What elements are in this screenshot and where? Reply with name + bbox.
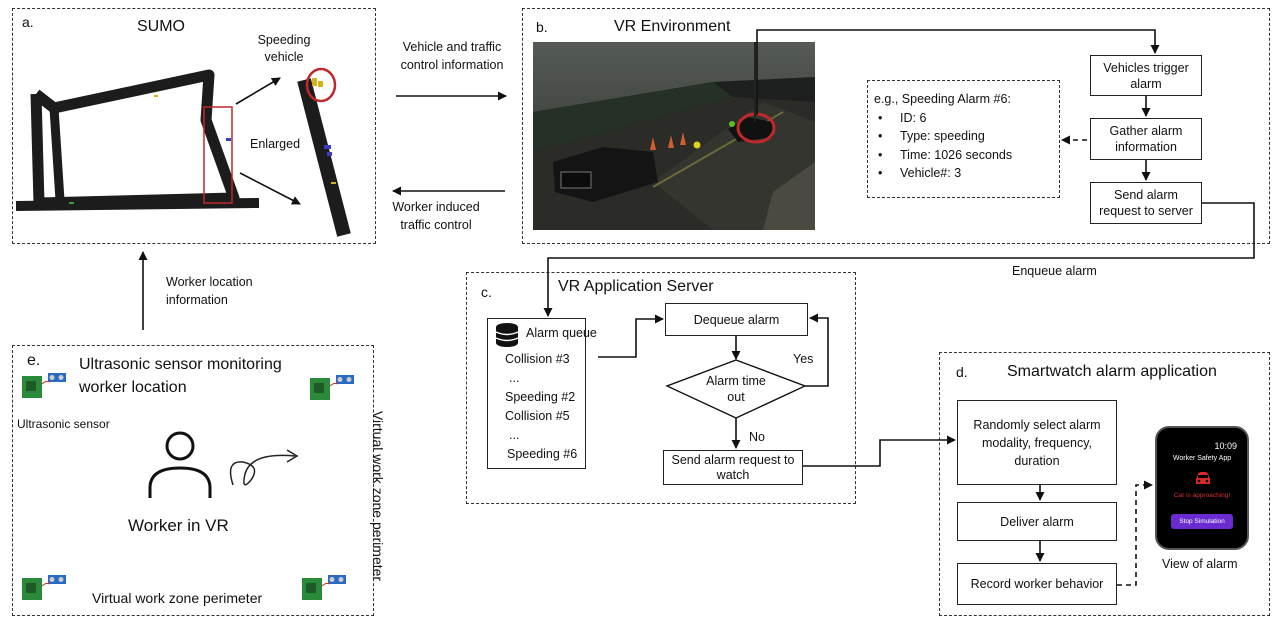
panel-a-title: SUMO — [137, 18, 185, 35]
perimeter-bottom-label: Virtual work zone perimeter — [92, 590, 263, 606]
queue-item: Speeding #6 — [507, 447, 578, 461]
queue-item: Collision #5 — [505, 409, 570, 423]
queue-item: ... — [509, 371, 520, 385]
stop-simulation-button[interactable]: Stop Simulation — [1171, 514, 1233, 529]
panel-b-title: VR Environment — [614, 18, 731, 35]
panel-d-label: d. — [956, 364, 968, 380]
enlarged-label: Enlarged — [250, 137, 301, 151]
view-of-alarm-caption: View of alarm — [1162, 557, 1238, 571]
dequeue-alarm-box: Dequeue alarm — [665, 303, 808, 336]
yes-label: Yes — [793, 352, 814, 366]
database-icon — [495, 323, 519, 347]
record-behavior-box: Record worker behavior — [957, 563, 1117, 605]
flow-vehicles-trigger: Vehicles trigger alarm — [1090, 55, 1202, 96]
watch-warning-message: Car is approaching! — [1173, 492, 1231, 499]
panel-c-title: VR Application Server — [558, 278, 714, 295]
panel-e-ultrasonic — [12, 345, 374, 616]
flow-send-to-server: Send alarm request to server — [1090, 182, 1202, 224]
queue-item: Collision #3 — [505, 352, 570, 366]
sensor-icon — [22, 575, 66, 600]
ultrasonic-sensor-label: Ultrasonic sensor — [17, 417, 110, 431]
alarm-example-item: Time: 1026 seconds — [874, 146, 1059, 165]
send-to-watch-box: Send alarm request to watch — [663, 450, 803, 485]
queue-item: Speeding #2 — [505, 390, 576, 404]
panel-e-label: e. — [27, 352, 41, 369]
panel-b-vr-environment — [522, 8, 1270, 244]
watch-app-name: Worker Safety App — [1172, 455, 1232, 462]
alarm-queue-list: Collision #3 ... Speeding #2 Collision #… — [505, 350, 585, 464]
panel-d-title: Smartwatch alarm application — [1007, 363, 1217, 380]
alarm-example-box: e.g., Speeding Alarm #6: ID: 6 Type: spe… — [867, 80, 1060, 198]
sensor-icon — [22, 373, 66, 398]
deliver-alarm-box: Deliver alarm — [957, 502, 1117, 541]
sensor-icon — [302, 575, 346, 600]
queue-item: ... — [509, 428, 520, 442]
panel-c-server — [466, 272, 856, 504]
person-icon — [148, 431, 212, 498]
worker-control-label: Worker induced traffic control — [392, 200, 480, 232]
panel-a-sumo — [12, 8, 376, 244]
panel-b-label: b. — [536, 19, 548, 35]
decision-diamond — [665, 359, 807, 419]
car-warning-icon — [1196, 472, 1210, 484]
panel-a-label: a. — [22, 14, 34, 30]
sensor-icon — [310, 375, 354, 400]
flow-gather-info: Gather alarm information — [1090, 118, 1202, 160]
select-modality-box: Randomly select alarm modality, frequenc… — [957, 400, 1117, 485]
alarm-queue-box — [487, 318, 586, 469]
alarm-example-item: ID: 6 — [874, 109, 1059, 128]
panel-c-label: c. — [481, 284, 492, 300]
alarm-example-item: Vehicle#: 3 — [874, 164, 1059, 183]
worker-location-label: Worker location information — [166, 275, 253, 307]
vehicle-info-label: Vehicle and traffic control information — [400, 40, 504, 72]
panel-d-smartwatch — [939, 352, 1270, 616]
worker-in-vr-label: Worker in VR — [128, 516, 229, 535]
vr-scene-screenshot — [533, 42, 815, 230]
speeding-vehicle-label: Speeding vehicle — [257, 33, 311, 64]
enqueue-label: Enqueue alarm — [1012, 264, 1097, 278]
watch-time: 10:09 — [1214, 441, 1237, 451]
panel-e-title: Ultrasonic sensor monitoring worker loca… — [79, 356, 282, 396]
alarm-queue-title: Alarm queue — [526, 326, 597, 340]
smartwatch-screen: 10:09 Worker Safety App Car is approachi… — [1155, 426, 1249, 550]
movement-path-icon — [229, 449, 299, 486]
sumo-network-map — [15, 67, 351, 237]
no-label: No — [749, 430, 765, 444]
decision-alarm-timeout: Alarm time out — [706, 374, 766, 404]
alarm-example-item: Type: speeding — [874, 127, 1059, 146]
alarm-example-title: e.g., Speeding Alarm #6: — [874, 92, 1011, 106]
